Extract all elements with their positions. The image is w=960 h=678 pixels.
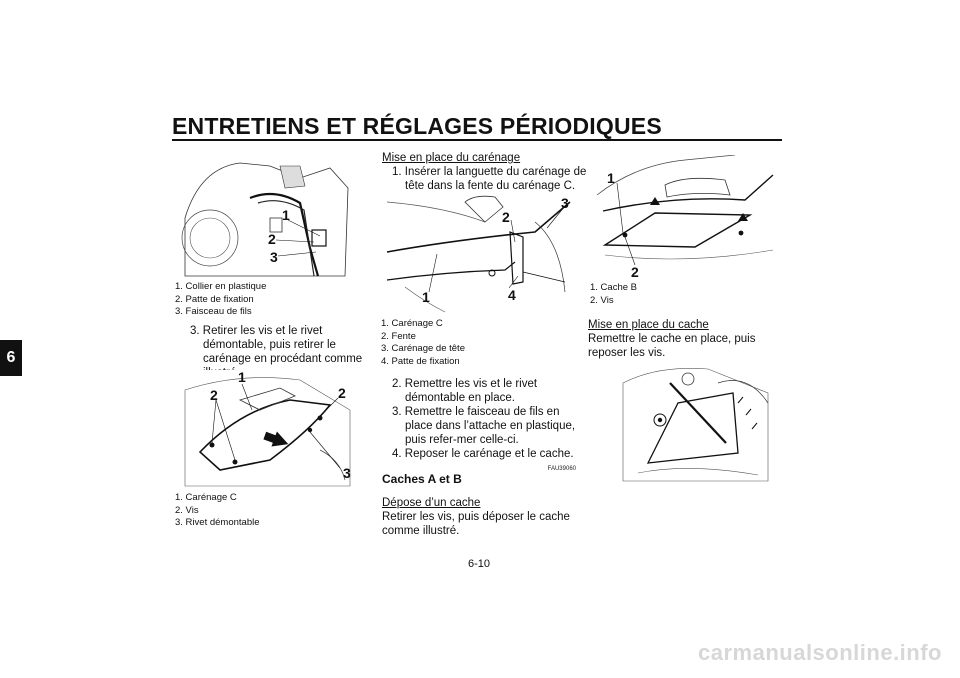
caption-item: 1. Carénage C — [175, 492, 237, 503]
fig2-caption: 1. Carénage C 2. Vis 3. Rivet démontable — [175, 492, 260, 530]
section-title-covers: Caches A et B — [382, 472, 462, 486]
heading-fairing-install: Mise en place du carénage — [382, 152, 521, 164]
fig3-callout-2: 2 — [502, 209, 510, 225]
chapter-tab: 6 — [0, 340, 22, 376]
fig3-caption: 1. Carénage C 2. Fente 3. Carénage de tê… — [381, 318, 465, 368]
page-title: ENTRETIENS ET RÉGLAGES PÉRIODIQUES — [172, 113, 662, 139]
caption-item: 4. Patte de fixation — [381, 355, 460, 367]
step-3-harness: 3. Remettre le faisceau de fils en place… — [392, 406, 576, 446]
cover-install-text: Remettre le cache en place, puis reposer… — [588, 333, 756, 359]
fig2-callout-2a: 2 — [210, 387, 218, 403]
fig4-callout-2: 2 — [631, 264, 639, 277]
caption-item: 1. Collier en plastique — [175, 281, 267, 292]
step-1-insert-tab: 1. Insérer la languette du carénage de t… — [392, 166, 587, 192]
fig1-callout-3: 3 — [270, 249, 278, 265]
fig1-callout-1: 1 — [282, 207, 290, 223]
caption-item: 1. Cache B — [590, 282, 637, 293]
heading-cover-removal: Dépose d’un cache — [382, 497, 481, 509]
caption-item: 3. Rivet démontable — [175, 517, 260, 528]
figure-fairing-c-removal: 1 2 2 3 — [180, 370, 355, 488]
fig4-callout-1: 1 — [607, 170, 615, 186]
caption-item: 3. Faisceau de fils — [175, 306, 252, 317]
caption-item: 1. Carénage C — [381, 318, 443, 329]
fig3-callout-3: 3 — [561, 195, 569, 211]
fig4-caption: 1. Cache B 2. Vis — [590, 282, 637, 307]
fig2-callout-2b: 2 — [338, 385, 346, 401]
step-4-reinstall-cover: 4. Reposer le carénage et le cache. — [392, 448, 574, 460]
fig3-callout-1: 1 — [422, 289, 430, 305]
watermark: carmanualsonline.info — [698, 640, 942, 665]
step-2-reinstall: 2. Remettre les vis et le rivet démontab… — [392, 378, 538, 404]
fig1-callout-2: 2 — [268, 231, 276, 247]
reference-code: FAU39060 — [547, 466, 576, 472]
fig2-callout-3: 3 — [343, 465, 351, 481]
caption-item: 2. Vis — [590, 294, 614, 306]
title-rule — [172, 139, 782, 141]
caption-item: 2. Patte de fixation — [175, 293, 254, 305]
cover-removal-text: Retirer les vis, puis déposer le cache c… — [382, 511, 570, 537]
heading-cover-install: Mise en place du cache — [588, 319, 709, 331]
figure-cover-install — [618, 363, 776, 483]
fig2-callout-1: 1 — [238, 370, 246, 385]
caption-item: 2. Fente — [381, 330, 416, 342]
figure-cover-b: 1 2 — [595, 155, 777, 277]
page-number: 6-10 — [468, 558, 491, 570]
caption-item: 2. Vis — [175, 504, 199, 516]
figure-fairing-tab-slot: 2 3 1 4 — [385, 192, 575, 314]
fig1-caption: 1. Collier en plastique 2. Patte de fixa… — [175, 281, 266, 319]
fig3-callout-4: 4 — [508, 287, 516, 303]
figure-harness-clamp: 1 2 3 — [180, 158, 350, 278]
caption-item: 3. Carénage de tête — [381, 343, 465, 354]
install-steps: 2. Remettre les vis et le rivet démontab… — [389, 377, 577, 461]
